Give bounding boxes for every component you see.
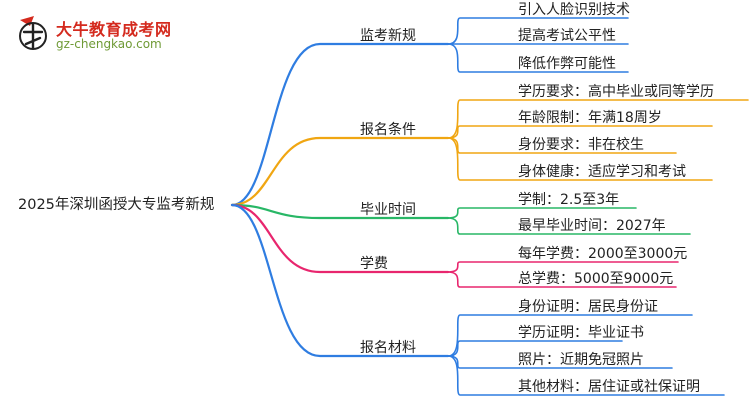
- branch-label: 毕业时间: [360, 202, 416, 218]
- leaf-label: 照片：近期免冠照片: [518, 352, 644, 368]
- leaf-label: 学历证明：毕业证书: [518, 325, 644, 341]
- logo-mark-icon: [19, 16, 47, 50]
- leaf-label: 每年学费：2000至3000元: [518, 246, 688, 262]
- leaf-connector: [447, 125, 713, 139]
- leaf-label: 学历要求：高中毕业或同等学历: [518, 84, 714, 100]
- branch-label: 学费: [360, 256, 388, 272]
- leaf-label: 最早毕业时间：2027年: [518, 218, 666, 234]
- leaf-label: 身体健康：适应学习和考试: [518, 164, 686, 180]
- branch-label: 报名条件: [360, 122, 416, 138]
- leaf-label: 提高考试公平性: [518, 28, 616, 44]
- watermark-logo: 大牛教育成考网 gz-chengkao.com: [14, 14, 171, 56]
- branch-label: 监考新规: [360, 28, 416, 44]
- leaf-connector: [447, 43, 629, 73]
- branch-connector: [230, 136, 450, 207]
- leaf-connector: [447, 137, 713, 181]
- leaf-connector: [447, 217, 691, 235]
- leaf-label: 总学费：5000至9000元: [518, 271, 674, 287]
- leaf-label: 降低作弊可能性: [518, 56, 616, 72]
- leaf-connector: [447, 340, 623, 357]
- leaf-connector: [447, 99, 749, 139]
- branch-connector: [230, 203, 450, 358]
- leaf-label: 引入人脸识别技术: [518, 2, 630, 18]
- leaf-label: 年龄限制：年满18周岁: [518, 110, 662, 126]
- leaf-connector: [447, 355, 725, 396]
- leaf-connector: [447, 271, 677, 288]
- leaf-label: 身份证明：居民身份证: [518, 299, 658, 315]
- leaf-connector: [447, 17, 629, 45]
- root-topic: 2025年深圳函授大专监考新规: [18, 197, 215, 213]
- leaf-connector: [447, 314, 693, 357]
- leaf-label: 学制：2.5至3年: [518, 192, 620, 208]
- logo-url: gz-chengkao.com: [56, 37, 162, 51]
- branch-connector: [230, 203, 450, 274]
- branch-connector: [230, 203, 450, 220]
- logo-title: 大牛教育成考网: [56, 20, 172, 39]
- branch-connector: [230, 42, 450, 207]
- leaf-label: 身份要求：非在校生: [518, 137, 644, 153]
- branch-label: 报名材料: [360, 340, 416, 356]
- leaf-label: 其他材料：居住证或社保证明: [518, 379, 700, 395]
